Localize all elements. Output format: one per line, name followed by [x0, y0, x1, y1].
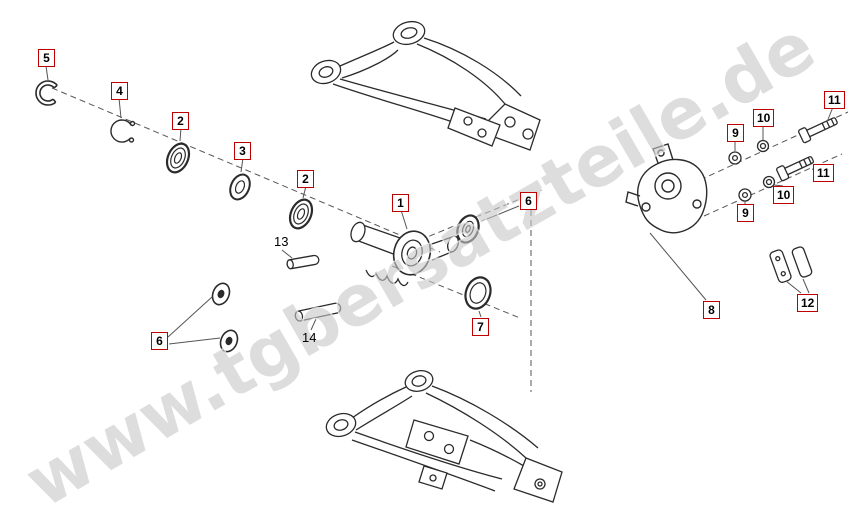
callout-2-b[interactable]: 2 — [297, 170, 314, 188]
callout-9-b[interactable]: 9 — [737, 204, 754, 222]
bearing-drawing-c — [456, 214, 480, 244]
washer-drawing-b — [738, 188, 752, 202]
callout-10-a[interactable]: 10 — [753, 109, 775, 127]
callout-1[interactable]: 1 — [392, 194, 409, 212]
callout-7[interactable]: 7 — [472, 318, 489, 336]
bolt-drawing-b — [776, 156, 814, 182]
nut-drawing-b — [762, 175, 776, 189]
nut-drawing-a — [756, 139, 770, 153]
pivot-housing-drawing — [350, 221, 460, 287]
bolt-drawing-a — [798, 117, 838, 144]
circlip-drawing — [35, 80, 58, 106]
callout-11-b[interactable]: 11 — [813, 164, 834, 182]
pads-drawing — [769, 246, 813, 283]
bracket-drawing — [625, 143, 708, 234]
snap-ring-drawing — [110, 119, 136, 143]
callout-11-a[interactable]: 11 — [824, 91, 845, 109]
bearing-drawing-b — [288, 198, 314, 230]
callout-9-a[interactable]: 9 — [727, 124, 744, 142]
callout-6-b[interactable]: 6 — [151, 332, 168, 350]
callout-2-a[interactable]: 2 — [172, 112, 189, 130]
upper-swing-arm-drawing — [310, 20, 541, 151]
seal-ring-drawing — [464, 276, 492, 310]
callout-4[interactable]: 4 — [111, 82, 128, 100]
callout-12[interactable]: 12 — [797, 294, 819, 312]
hardware-drawing — [728, 117, 838, 202]
callout-leader-lines — [45, 65, 834, 345]
callout-8[interactable]: 8 — [703, 301, 720, 319]
bearing-drawing-a — [165, 142, 191, 174]
callout-5[interactable]: 5 — [38, 49, 55, 67]
seal-washer-drawing — [229, 173, 251, 201]
callout-6-a[interactable]: 6 — [520, 192, 537, 210]
washer-pair-drawing — [211, 282, 239, 353]
callout-10-b[interactable]: 10 — [773, 186, 795, 204]
lower-frame-drawing — [325, 370, 563, 503]
pin-drawing — [286, 254, 320, 270]
callout-3[interactable]: 3 — [234, 142, 251, 160]
label-13: 13 — [274, 234, 289, 249]
washer-drawing-a — [728, 151, 742, 165]
label-14: 14 — [302, 330, 317, 345]
rod-drawing — [294, 302, 342, 322]
